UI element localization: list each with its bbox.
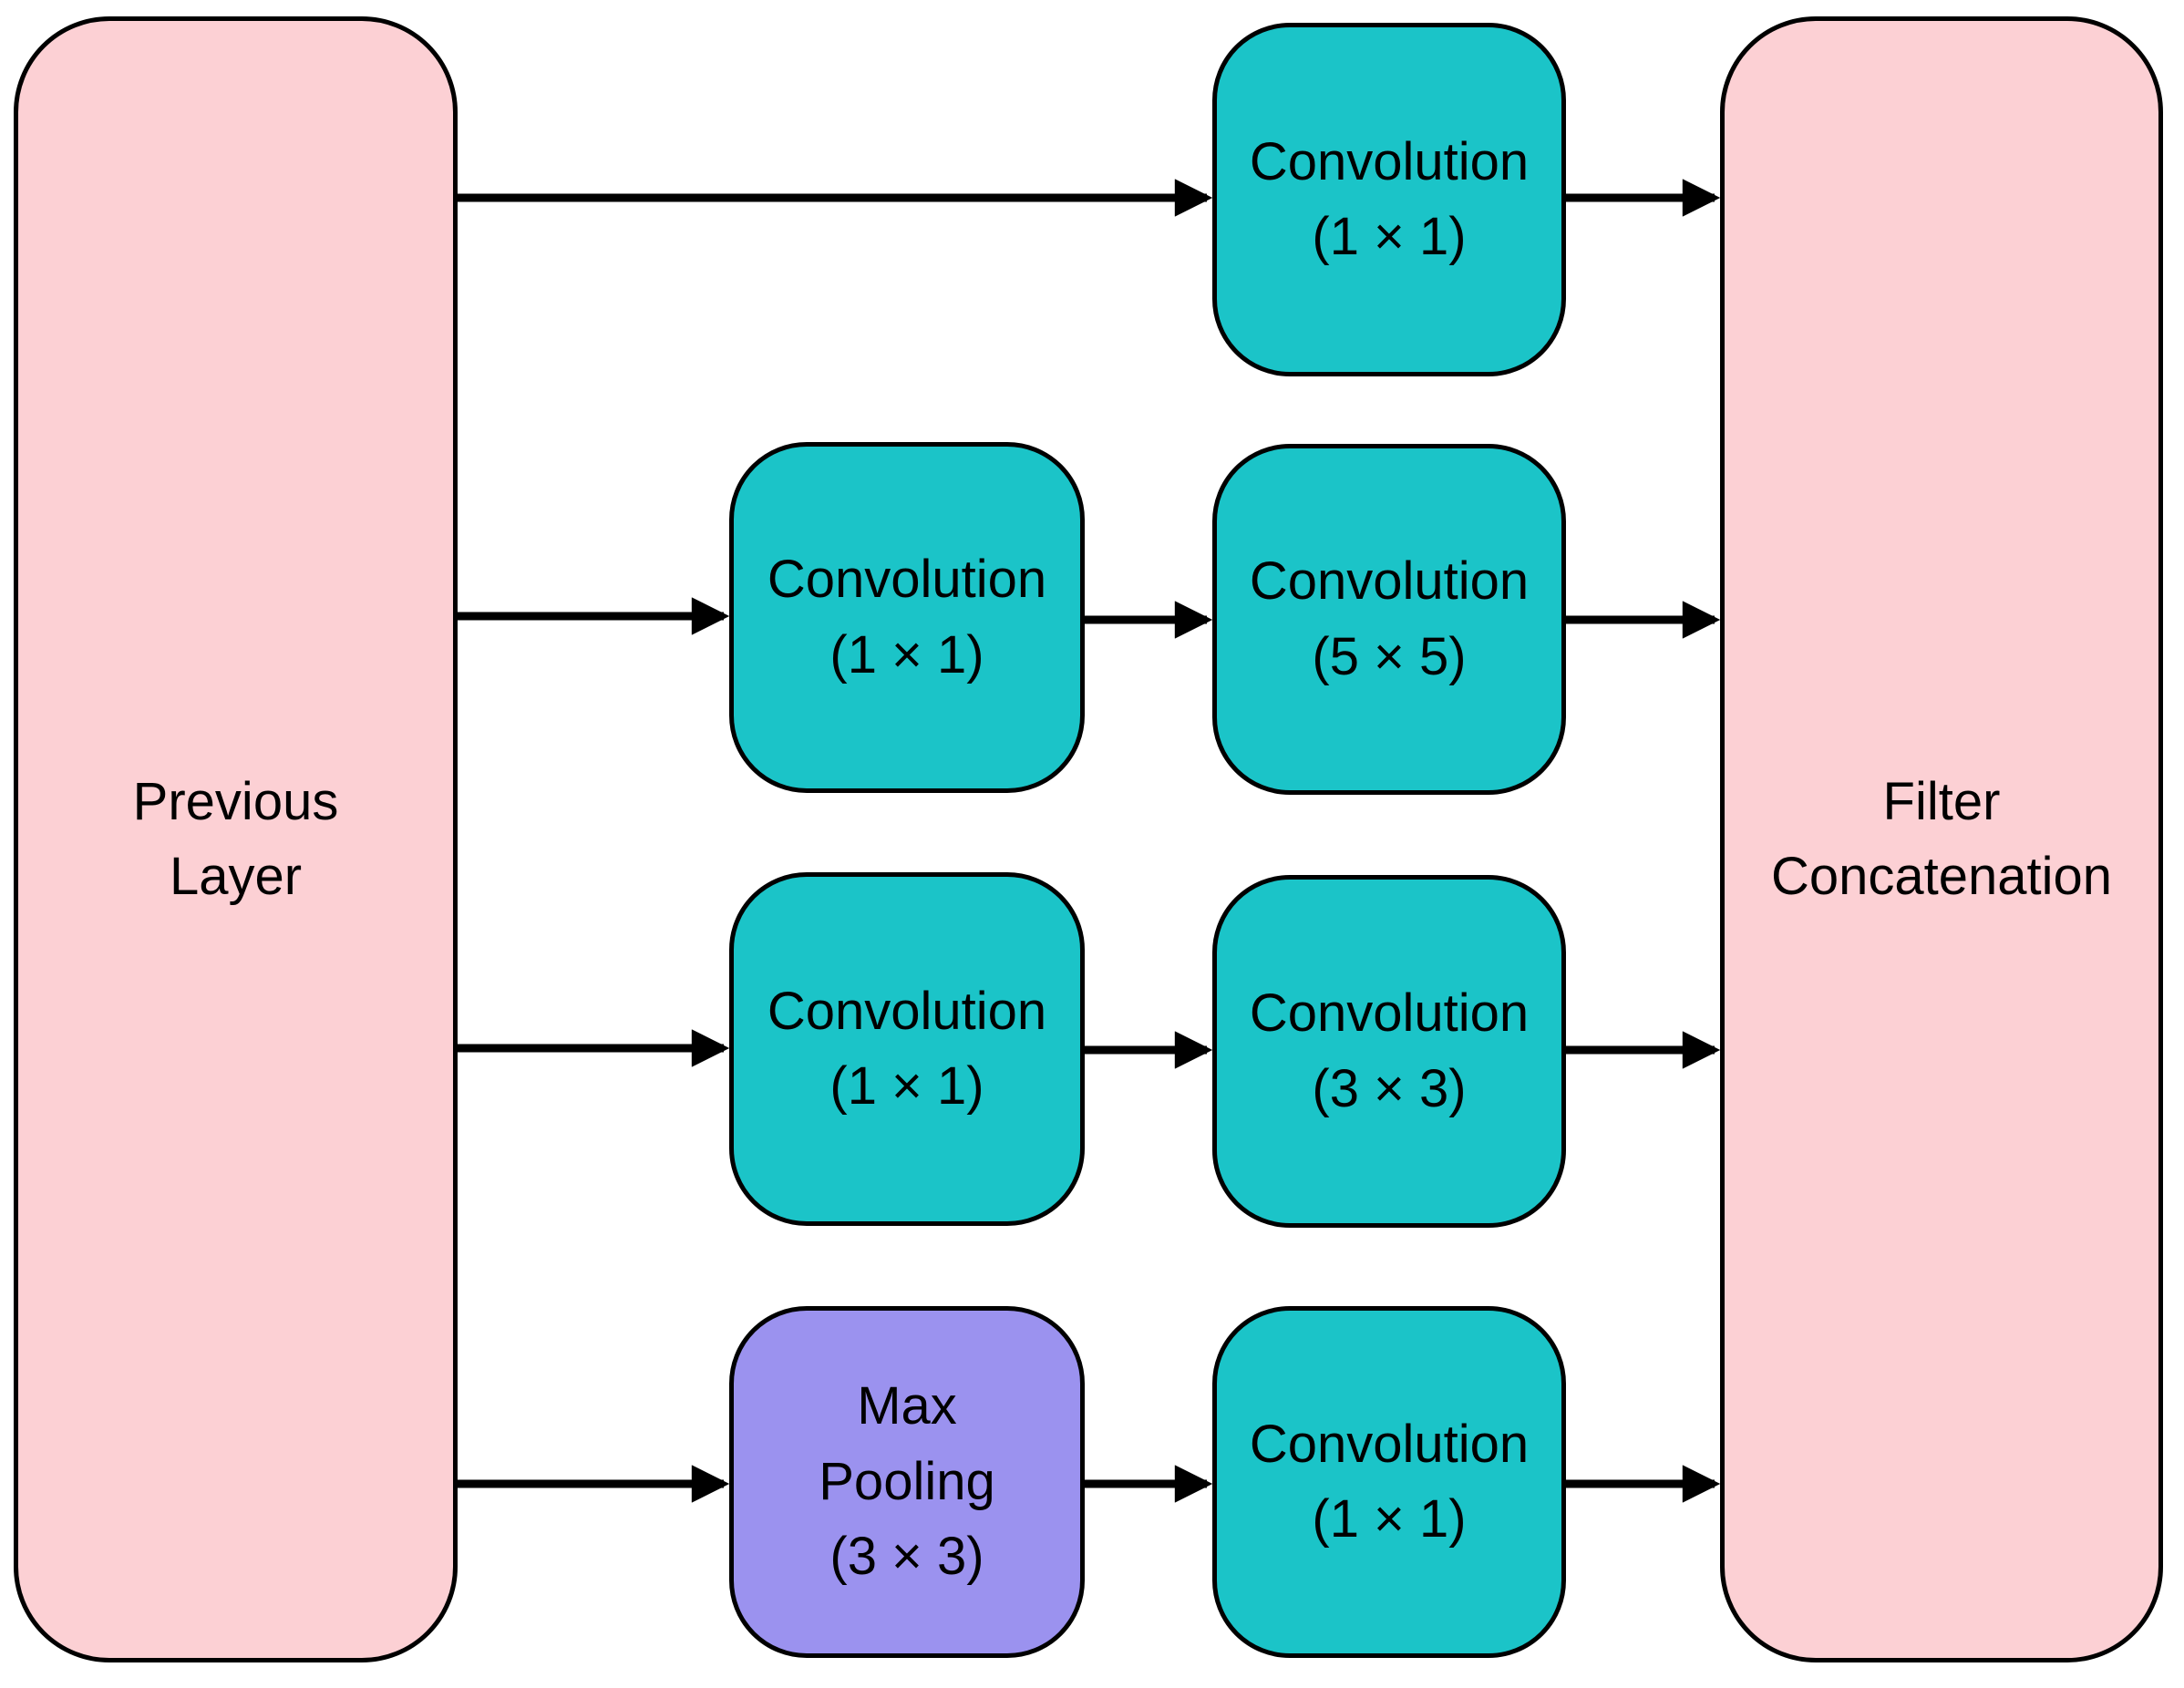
node-label-line: Pooling: [819, 1451, 995, 1511]
node-conv-3x3-branch3: Convolution (3 × 3): [1212, 875, 1566, 1228]
node-label-line: Convolution: [1249, 983, 1530, 1044]
node-label-line: (1 × 1): [829, 1056, 984, 1116]
node-label-line: Convolution: [1249, 551, 1530, 612]
node-label-line: (3 × 3): [1312, 1058, 1467, 1118]
node-label-line: Concatenation: [1770, 847, 2113, 906]
node-label-line: Convolution: [1249, 131, 1530, 191]
node-conv-1x1-branch1: Convolution (1 × 1): [1212, 23, 1566, 376]
node-conv-1x1-branch2: Convolution (1 × 1): [729, 442, 1085, 793]
node-label-line: Previous: [132, 771, 339, 831]
node-conv-1x1-branch4: Convolution (1 × 1): [1212, 1306, 1566, 1658]
node-label-line: Max: [857, 1376, 957, 1436]
node-label-line: Layer: [169, 847, 303, 906]
node-label-line: Filter: [1882, 771, 2001, 831]
node-label-line: (1 × 1): [829, 624, 984, 684]
node-label-line: Convolution: [767, 981, 1047, 1041]
node-conv-5x5-branch2: Convolution (5 × 5): [1212, 444, 1566, 795]
node-label-line: (1 × 1): [1312, 1489, 1467, 1549]
node-label-line: (5 × 5): [1312, 626, 1467, 686]
node-conv-1x1-branch3: Convolution (1 × 1): [729, 872, 1085, 1226]
node-label-line: Convolution: [1249, 1414, 1530, 1474]
node-label-line: (3 × 3): [829, 1527, 984, 1587]
node-label-line: (1 × 1): [1312, 207, 1467, 266]
node-label-line: Convolution: [767, 550, 1047, 610]
